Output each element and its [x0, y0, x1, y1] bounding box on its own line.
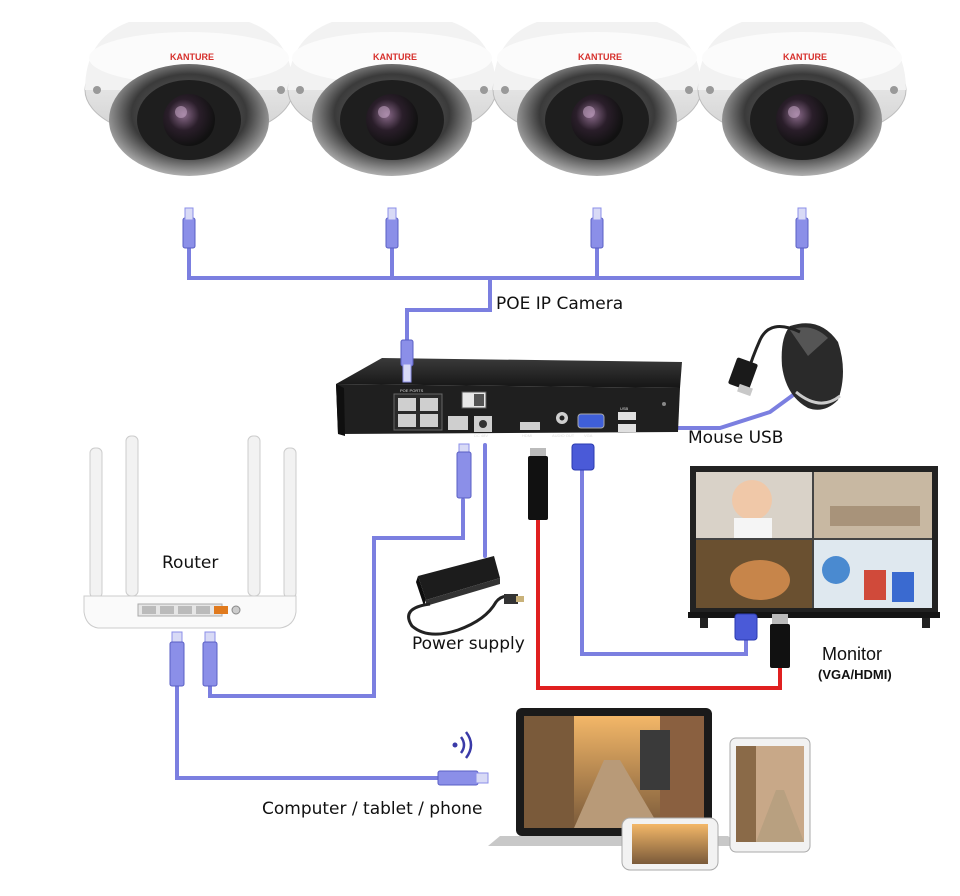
monitor-label: Monitor [822, 644, 883, 664]
camera-brand-label: KANTURE [578, 52, 622, 62]
vga-plug [571, 443, 595, 471]
nvr-dc-label: DC 48V [474, 433, 488, 438]
phone [621, 817, 719, 871]
mouse-usb-label: Mouse USB [688, 428, 784, 448]
camera-cable-bus [187, 238, 804, 280]
camera-brand-label: KANTURE [783, 52, 827, 62]
nvr-poe-cable [405, 276, 492, 352]
monitor-sub-label: (VGA/HDMI) [818, 667, 892, 682]
device-cable [175, 682, 442, 780]
camera-3: KANTURE [492, 21, 702, 249]
mouse-usb-cable [638, 388, 802, 430]
wifi-icon [452, 731, 473, 759]
camera-brand-label: KANTURE [170, 52, 214, 62]
router-label: Router [162, 553, 219, 573]
nvr-hdmi-label: HDMI [522, 433, 532, 438]
nvr-lan-plug [456, 443, 472, 499]
nvr-recorder: POE PORTS DC 48V HDMI AUDIO OUT VGA USB [336, 358, 682, 438]
vga-cable [580, 468, 748, 656]
camera-brand-label: KANTURE [373, 52, 417, 62]
hdmi-cable [536, 518, 782, 690]
power-supply [407, 556, 524, 636]
nvr-usb-label: USB [620, 406, 629, 411]
router-lan-cable [208, 498, 465, 698]
poe-ip-camera-label: POE IP Camera [496, 294, 624, 314]
device-plug [437, 770, 489, 786]
nvr-poe-label: POE PORTS [400, 388, 424, 393]
router-plug-1 [169, 631, 185, 687]
nvr-vga-label: VGA [584, 433, 593, 438]
router-plug-2 [202, 631, 218, 687]
camera-1: KANTURE [84, 21, 294, 249]
router [83, 435, 297, 629]
nvr-poe-plug [400, 339, 414, 383]
camera-2: KANTURE [287, 21, 497, 249]
devices-label: Computer / tablet / phone [262, 799, 483, 819]
monitor-hdmi-plug [770, 614, 790, 668]
hdmi-plug [528, 448, 548, 520]
monitor-vga-plug [734, 613, 758, 641]
power-supply-label: Power supply [412, 634, 525, 654]
usb-mouse [728, 323, 843, 410]
camera-4: KANTURE [697, 21, 907, 249]
nvr-audio-label: AUDIO OUT [552, 433, 575, 438]
tablet [729, 737, 811, 853]
laptop [488, 708, 740, 846]
monitor [688, 466, 940, 628]
